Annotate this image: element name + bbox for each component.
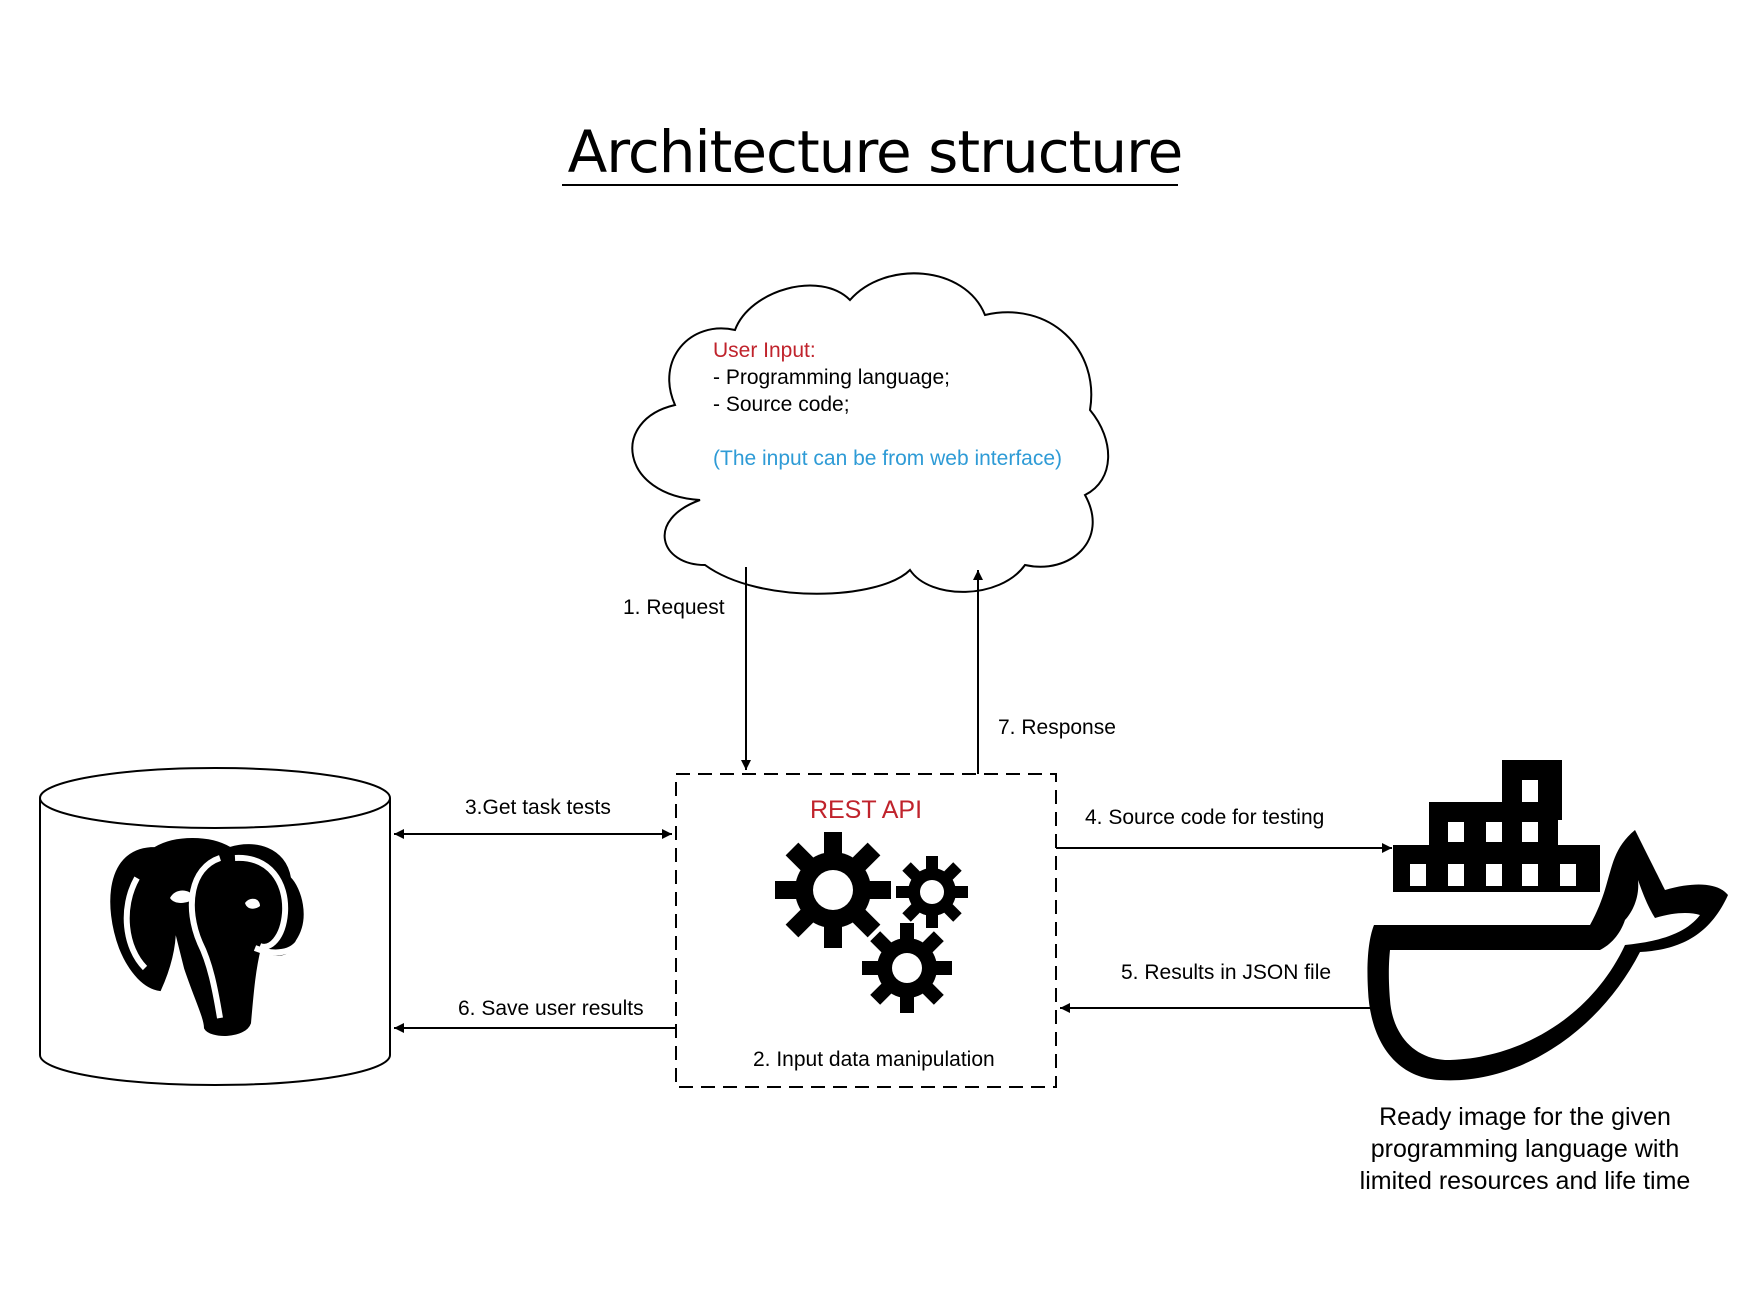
docker-caption: Ready image for the given programming la… [1320,1101,1730,1197]
response-label: 7. Response [998,716,1116,739]
docker-caption-line-3: limited resources and life time [1359,1167,1691,1195]
docker-caption-line-1: Ready image for the given [1379,1103,1671,1131]
docker-caption-line-2: programming language with [1370,1135,1680,1163]
rest-api-title: REST API [809,796,923,824]
cloud-note: (The input can be from web interface) [713,447,1063,470]
cloud-item-language: - Programming language; [713,366,950,389]
gears-icon [775,832,968,1013]
title-underline [562,184,1178,186]
save-user-results-label: 6. Save user results [458,997,644,1020]
user-input-cloud [631,272,1110,595]
rest-api-step-label: 2. Input data manipulation [753,1048,995,1071]
user-input-heading: User Input: [713,339,816,362]
request-label: 1. Request [623,596,725,619]
source-code-label: 4. Source code for testing [1085,806,1325,829]
rest-api-box [675,773,1057,1088]
postgresql-elephant-icon [110,838,304,1036]
cloud-item-source-code: - Source code; [713,393,850,416]
results-json-label: 5. Results in JSON file [1121,961,1332,984]
page-title: Architecture structure [567,118,1184,186]
get-task-tests-label: 3.Get task tests [465,796,611,819]
docker-whale-icon [1367,760,1728,1081]
